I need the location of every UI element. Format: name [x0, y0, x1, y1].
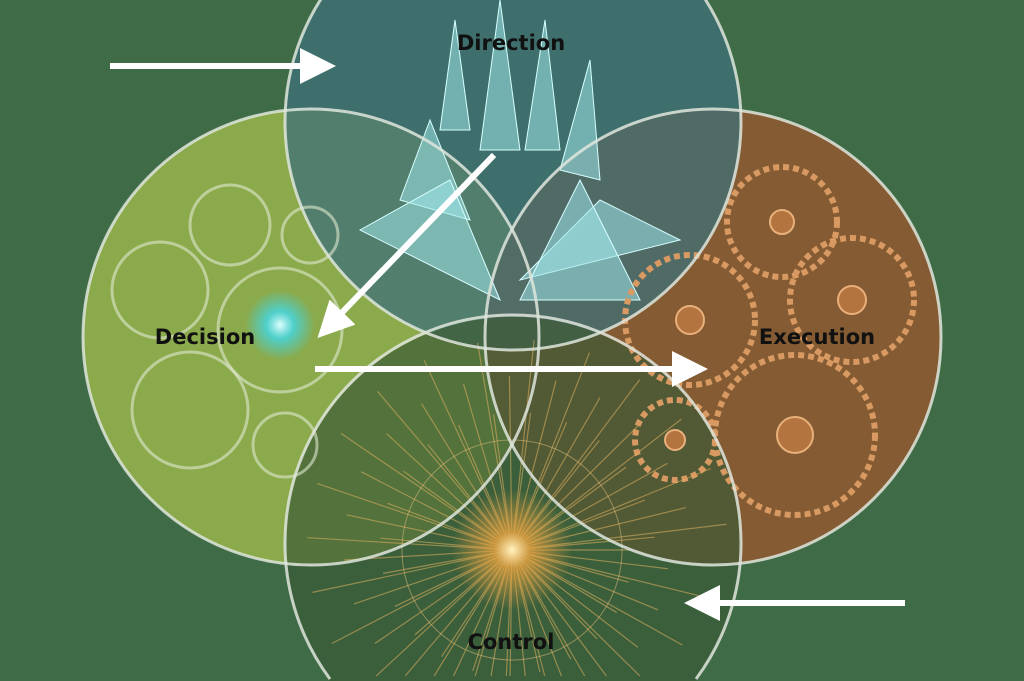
label-control: Control: [467, 630, 555, 654]
glow-decision: [245, 290, 315, 360]
circle-outlines: [81, 0, 943, 680]
glow-control: [452, 490, 572, 610]
crystal-icon: [358, 0, 682, 302]
gear-icon-decision: [110, 183, 344, 479]
label-direction: Direction: [456, 31, 566, 55]
arrow-direction-to-decision: [317, 152, 497, 338]
circle-direction: [285, 0, 741, 350]
ring-control: [401, 439, 623, 661]
gear-hub-execution: [664, 209, 867, 454]
label-execution: Execution: [758, 325, 876, 349]
arrows: [110, 48, 905, 621]
label-decision: Decision: [154, 325, 256, 349]
